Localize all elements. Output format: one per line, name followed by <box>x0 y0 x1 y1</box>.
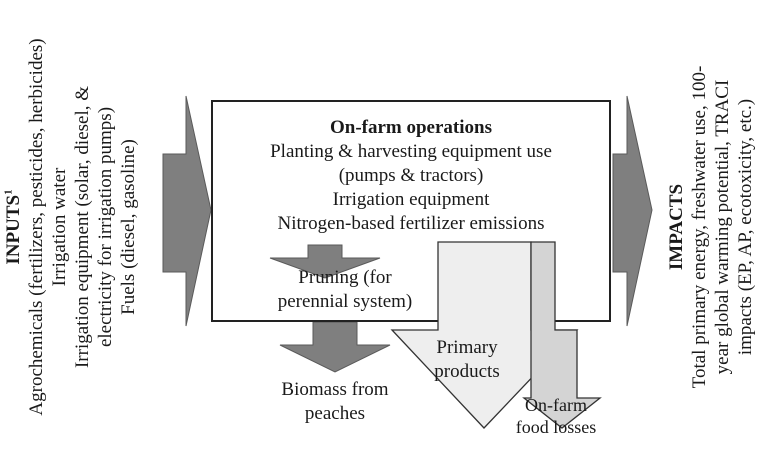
inputs-line: electricity for irrigation pumps) <box>95 106 116 348</box>
operations-title: On-farm operations <box>329 117 492 138</box>
inputs-text: INPUTS1 Agrochemicals (fertilizers, pest… <box>2 7 140 447</box>
impacts-arrow <box>612 95 653 327</box>
on-farm-operations-text: On-farm operations Planting & harvesting… <box>211 116 611 236</box>
pruning-arrow <box>269 244 381 279</box>
impacts-line: impacts (EP, AP, ecotoxicity, etc.) <box>735 98 756 356</box>
inputs-title: INPUTS1 <box>2 7 25 447</box>
impacts-text: IMPACTS Total primary energy, freshwater… <box>665 7 757 447</box>
inputs-title-text: INPUTS <box>3 194 24 265</box>
biomass-arrow <box>279 321 391 373</box>
inputs-line: Agrochemicals (fertilizers, pesticides, … <box>26 38 47 416</box>
inputs-line: Irrigation equipment (solar, diesel, & <box>72 85 93 369</box>
pruning-line: perennial system) <box>277 291 413 312</box>
inputs-line: Fuels (diesel, gasoline) <box>118 139 139 315</box>
inputs-title-superscript: 1 <box>2 189 15 195</box>
biomass-label: Biomass from peaches <box>250 378 420 426</box>
food-losses-line: On-farm <box>525 395 587 415</box>
food-losses-arrow <box>522 241 602 429</box>
impacts-title: IMPACTS <box>666 183 687 271</box>
primary-products-line: Primary <box>436 337 498 358</box>
operations-line: Irrigation equipment <box>332 189 490 210</box>
food-losses-label: On-farm food losses <box>506 394 606 438</box>
inputs-line: Irrigation water <box>49 167 70 287</box>
primary-products-label: Primary products <box>412 336 522 384</box>
pruning-label: Pruning (for perennial system) <box>260 266 430 314</box>
biomass-line: Biomass from <box>281 379 389 400</box>
operations-line: Nitrogen-based fertilizer emissions <box>277 213 545 234</box>
pruning-line: Pruning (for <box>298 267 392 288</box>
biomass-line: peaches <box>304 403 366 424</box>
impacts-line: year global warming potential, TRACI <box>712 79 733 375</box>
operations-line: Planting & harvesting equipment use <box>270 141 552 162</box>
food-losses-line: food losses <box>515 417 597 437</box>
primary-products-line: products <box>434 361 500 382</box>
operations-line: (pumps & tractors) <box>338 165 484 186</box>
impacts-line: Total primary energy, freshwater use, 10… <box>689 65 710 389</box>
input-arrow <box>162 95 212 327</box>
